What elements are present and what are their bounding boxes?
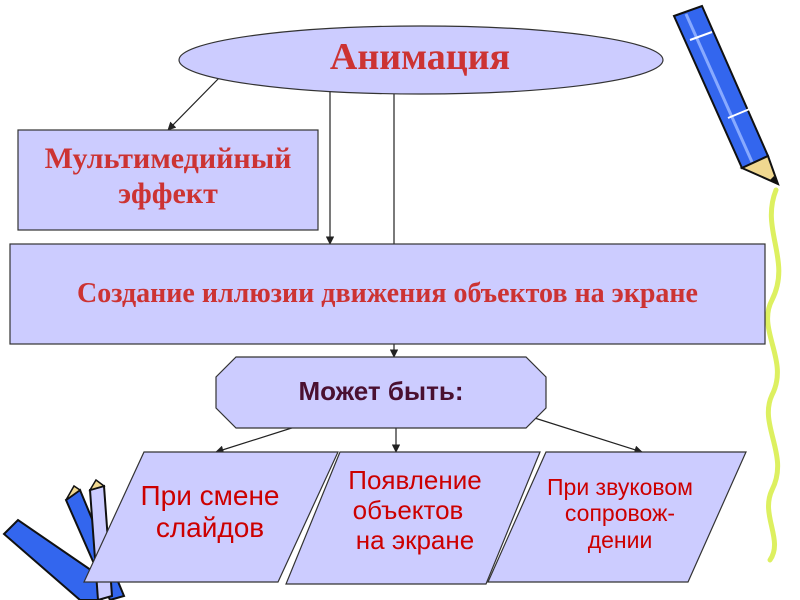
option-1-label: При смене слайдов xyxy=(110,480,310,544)
connector-possible-option-1 xyxy=(215,425,299,454)
option-1-line-2: слайдов xyxy=(155,512,265,544)
option-3-shape xyxy=(487,451,747,583)
root-node-shape xyxy=(178,25,664,95)
option-3-line-2: сопровож- xyxy=(564,500,676,527)
effect-line-1: Мультимедийный xyxy=(44,142,292,175)
effect-node-label: Мультимедийный эффект xyxy=(18,142,318,211)
option-2-line-1: Появление xyxy=(348,465,482,495)
effect-line-2: эффект xyxy=(118,176,218,210)
ribbon-decoration xyxy=(765,187,782,563)
option-2-line-2: объектов xyxy=(352,494,464,525)
effect-node-shape xyxy=(17,129,319,231)
root-node-label: Анимация xyxy=(329,36,511,78)
option-2-line-3: на экране xyxy=(355,524,475,555)
connector-root-effect xyxy=(167,74,223,131)
pencil-icon xyxy=(672,4,780,186)
option-2-label: Появление объектов на экране xyxy=(310,465,520,556)
possible-node-label: Может быть: xyxy=(298,376,464,406)
option-3-label: При звуковом сопровож- дении xyxy=(520,474,720,553)
option-1-line-1: При смене xyxy=(140,480,280,511)
definition-node-shape xyxy=(9,243,766,345)
possible-node-shape xyxy=(215,356,547,429)
connectors xyxy=(167,74,643,454)
option-2-shape xyxy=(285,451,541,585)
connector-possible-option-3 xyxy=(521,413,643,454)
definition-node-label: Создание иллюзии движения объектов на эк… xyxy=(77,278,698,309)
option-3-line-3: дении xyxy=(587,526,653,553)
option-1-shape xyxy=(83,451,339,583)
option-3-line-1: При звуковом xyxy=(547,474,693,500)
